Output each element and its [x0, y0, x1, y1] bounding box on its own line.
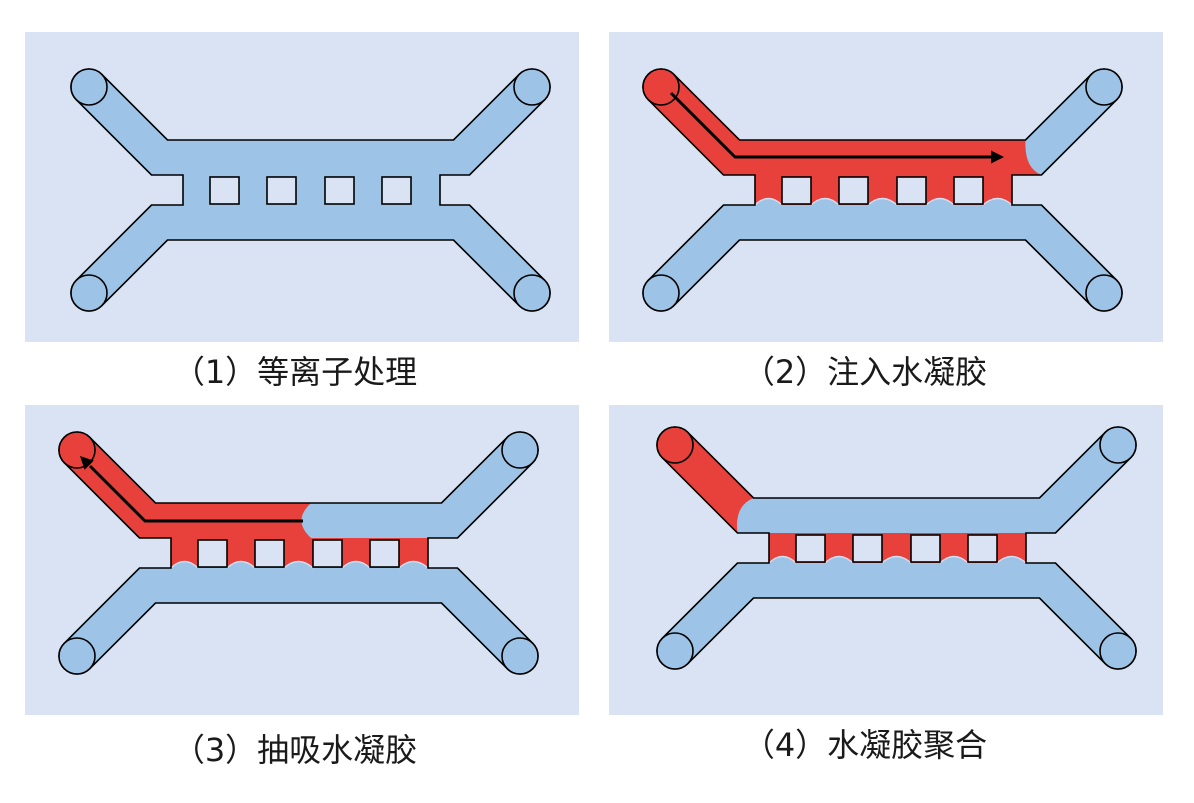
panel-step-2: [609, 32, 1163, 342]
microfluidic-chip: [70, 68, 551, 312]
port-bottom-left-icon: [70, 274, 108, 312]
port-bottom-right-icon: [1085, 274, 1123, 312]
pillar: [967, 534, 998, 563]
meniscus-bump: [768, 555, 797, 564]
pillar: [781, 176, 812, 205]
panel-step-4: [609, 405, 1163, 715]
panel-step-1: [25, 32, 579, 342]
meniscus-bump: [881, 555, 912, 564]
microfluidic-chip: [656, 426, 1137, 670]
port-top-left-icon: [70, 68, 108, 106]
chip-diagram: [70, 68, 551, 312]
pillar: [910, 534, 941, 563]
arrowhead-icon: [991, 150, 1004, 164]
pillar: [324, 176, 355, 205]
port-top-right-icon: [1085, 68, 1123, 106]
port-top-right-icon: [513, 68, 551, 106]
arrow-shaft: [669, 91, 992, 159]
microfluidic-chip: [58, 431, 539, 675]
arrowhead-icon: [80, 456, 94, 470]
port-top-left-icon: [642, 68, 680, 106]
port-top-left-icon: [656, 426, 694, 464]
hydrogel-fill: [58, 431, 428, 568]
caption-step-3: （3）抽吸水凝胶: [172, 731, 418, 769]
meniscus-bump: [398, 560, 429, 569]
chip-diagram: [58, 431, 539, 675]
meniscus-bump: [341, 560, 371, 569]
hydrogel-fill: [642, 68, 1042, 205]
pillar: [795, 534, 826, 563]
pillar: [953, 176, 984, 205]
meniscus-bump: [824, 555, 854, 564]
pillar: [197, 539, 228, 568]
port-bottom-right-icon: [1099, 632, 1137, 670]
microfluidic-chip: [642, 68, 1123, 312]
arrow-shaft: [88, 464, 303, 523]
port-bottom-left-icon: [656, 632, 694, 670]
meniscus-bump: [754, 197, 783, 206]
flow-arrow-icon: [669, 91, 1004, 164]
pillar: [266, 176, 297, 205]
caption-step-2: （2）注入水凝胶: [742, 353, 988, 391]
caption-step-4: （4）水凝胶聚合: [742, 726, 988, 764]
pillar: [381, 176, 412, 205]
pillar: [852, 534, 883, 563]
pillar: [369, 539, 400, 568]
channel-fill: [70, 68, 551, 312]
meniscus-bump: [867, 197, 898, 206]
port-bottom-left-icon: [642, 274, 680, 312]
chip-diagram: [642, 68, 1123, 312]
meniscus-bump: [226, 560, 256, 569]
pillar: [896, 176, 927, 205]
flow-arrow-icon: [80, 456, 303, 523]
meniscus-bump: [925, 197, 955, 206]
pillar: [838, 176, 869, 205]
port-top-right-icon: [1099, 426, 1137, 464]
meniscus-bump: [939, 555, 969, 564]
meniscus-bump: [982, 197, 1013, 206]
meniscus-bump: [996, 555, 1027, 564]
chip-diagram: [656, 426, 1137, 670]
pillar: [312, 539, 343, 568]
port-top-right-icon: [501, 431, 539, 469]
meniscus-bump: [810, 197, 840, 206]
port-bottom-right-icon: [501, 637, 539, 675]
hydrogel-fill: [769, 533, 1026, 563]
meniscus-bump: [283, 560, 314, 569]
caption-step-1: （1）等离子处理: [172, 353, 418, 391]
pillar: [254, 539, 285, 568]
port-bottom-right-icon: [513, 274, 551, 312]
port-bottom-left-icon: [58, 637, 96, 675]
panel-step-3: [25, 405, 579, 715]
pillar: [209, 176, 240, 205]
meniscus-bump: [170, 560, 199, 569]
